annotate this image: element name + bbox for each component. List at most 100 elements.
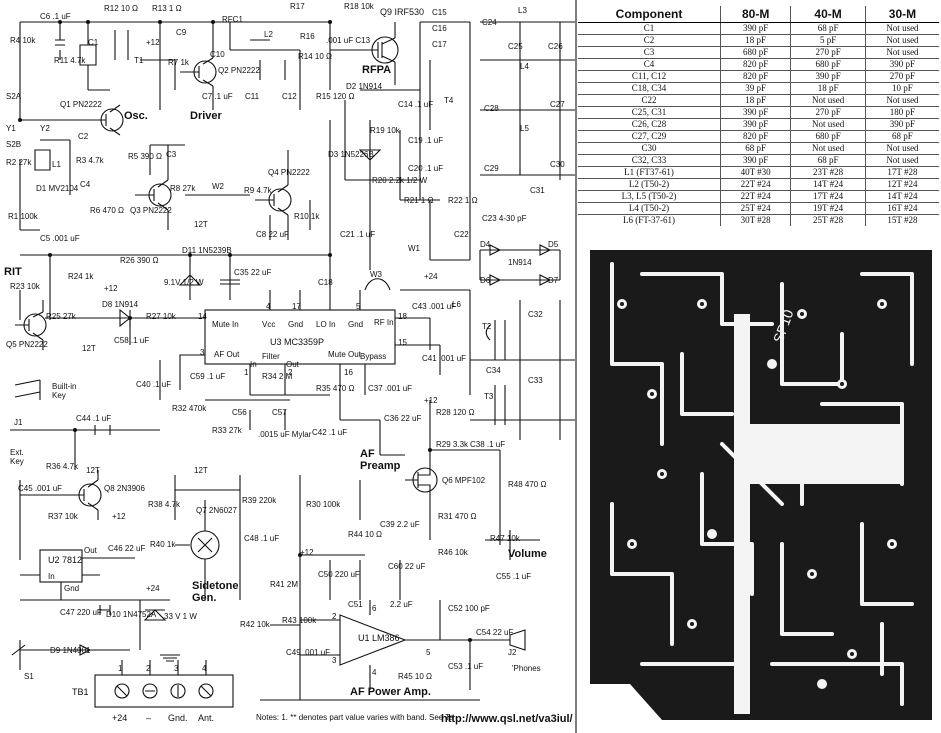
r16-label: R16 — [300, 32, 315, 41]
c30-label: C30 — [550, 160, 565, 169]
w2-label: W2 — [212, 182, 224, 191]
table-cell: 18 pF — [719, 94, 791, 107]
r37-label: R37 10k — [48, 512, 78, 521]
c35-label: C35 22 uF — [234, 268, 272, 277]
c55-label: C55 .1 uF — [496, 572, 532, 581]
r22-label: R22 1 Ω — [448, 196, 478, 205]
d10v-label: 33 V 1 W — [164, 612, 197, 621]
table-cell: 22T #24 — [719, 178, 791, 191]
rit-title: RIT — [4, 266, 22, 278]
r36-label: R36 4.7k — [46, 462, 79, 471]
l3-label: L3 — [518, 6, 527, 15]
r4-label: R4 10k — [10, 36, 36, 45]
tb1-num-3: 3 — [174, 664, 179, 673]
plus12-label-a: +12 — [146, 38, 160, 47]
tb1-term-label-1: +24 — [112, 713, 128, 723]
c26-label: C26 — [548, 42, 563, 51]
c45-label: C45 .001 uF — [18, 484, 63, 493]
j1-label: J1 — [14, 418, 23, 427]
t4-label: T4 — [444, 96, 454, 105]
table-cell: 17T #24 — [790, 190, 866, 203]
table-cell: 390 pF — [719, 22, 791, 35]
u2-label: U2 7812 — [48, 555, 83, 565]
q1-label: Q1 PN2222 — [60, 100, 102, 109]
ext-key-title: Ext. Key — [10, 448, 24, 466]
u3-pin15: 15 — [398, 338, 407, 347]
table-cell: 14T #24 — [864, 190, 939, 203]
table-header-row: Component 80-M 40-M 30-M — [578, 6, 939, 23]
t3-label: T3 — [484, 392, 494, 401]
turns-label-d: 12T — [194, 466, 208, 475]
table-cell: 270 pF — [864, 70, 939, 83]
phones-title: 'Phones — [512, 664, 541, 673]
c16-label: C16 — [432, 24, 447, 33]
c43-label: C43 .001 uF — [412, 302, 457, 311]
table-cell: 25T #28 — [790, 214, 866, 226]
c39-label: C39 2.2 uF — [380, 520, 420, 529]
table-cell: 23T #28 — [790, 166, 866, 179]
c9-label: C9 — [176, 28, 187, 37]
c12-label: C12 — [282, 92, 297, 101]
r18-label: R18 10k — [344, 2, 374, 11]
table-cell: 680 pF — [719, 46, 791, 59]
c58-label: C58 .1 uF — [114, 336, 150, 345]
table-cell: 10 pF — [864, 82, 939, 95]
table-cell: C27, C29 — [578, 130, 721, 143]
c13-label: .001 uF C13 — [326, 36, 371, 45]
r48-label: R48 470 Ω — [508, 480, 547, 489]
u1-pin3-label: 3 — [332, 656, 337, 665]
tb1-num-4: 4 — [202, 664, 207, 673]
r35-label: R35 470 Ω — [316, 384, 355, 393]
r32-label: R32 470k — [172, 404, 207, 413]
c2-label: C2 — [78, 132, 89, 141]
u3-filter-in: In — [250, 360, 257, 369]
u3-pin4: 4 — [266, 302, 271, 311]
c19-label: C19 .1 uF — [408, 136, 444, 145]
tb1-term-label-4: Ant. — [198, 713, 215, 723]
u3-pin2: 2 — [288, 368, 293, 377]
turns-label-c: 12T — [86, 466, 100, 475]
c37-label: C37 .001 uF — [368, 384, 413, 393]
u3-pin14: 14 — [198, 312, 207, 321]
table-cell: 68 pF — [790, 22, 866, 35]
table-cell: 390 pF — [790, 70, 866, 83]
r31-label: R31 470 Ω — [438, 512, 477, 521]
table-cell: Not used — [864, 34, 939, 47]
table-cell: 390 pF — [719, 154, 791, 167]
t1-label: T1 — [134, 56, 144, 65]
c57v-label: .0015 uF Mylar — [258, 430, 312, 439]
r13-label: R13 1 Ω — [152, 4, 182, 13]
u3-pin16: 16 — [344, 368, 353, 377]
driver-title: Driver — [190, 110, 222, 122]
l5-label: L5 — [520, 124, 529, 133]
r41-label: R41 2M — [270, 580, 299, 589]
plus12-label-d: +12 — [424, 396, 438, 405]
table-cell: 390 pF — [719, 118, 791, 131]
u2-in: In — [48, 572, 55, 581]
table-cell: 30T #28 — [719, 214, 791, 226]
u1-pin6-label: 6 — [372, 604, 377, 613]
turns-label-a: 12T — [194, 220, 208, 229]
c21-label: C21 .1 uF — [340, 230, 376, 239]
tb1-num-2: 2 — [146, 664, 151, 673]
tb1-label: TB1 — [72, 687, 89, 697]
y2-label: Y2 — [40, 124, 50, 133]
r47-label: R47 10k — [490, 534, 520, 543]
r1-label: R1 100k — [8, 212, 38, 221]
u3-bypass: Bypass — [360, 352, 387, 361]
u3-pin1: 1 — [244, 368, 249, 377]
u3-label: U3 MC3359P — [270, 337, 325, 347]
c44-label: C44 .1 uF — [76, 414, 112, 423]
r34-label: R34 2 M — [262, 372, 293, 381]
u3-mute-in: Mute In — [212, 320, 239, 329]
q7-label: Q7 2N6027 — [196, 506, 237, 515]
r15-label: R15 120 Ω — [316, 92, 355, 101]
table-cell: C18, C34 — [578, 82, 721, 95]
l1-label: L1 — [52, 160, 61, 169]
table-cell: 680 pF — [790, 130, 866, 143]
table-cell: Not used — [864, 46, 939, 59]
c11-label: C11 — [245, 92, 260, 101]
